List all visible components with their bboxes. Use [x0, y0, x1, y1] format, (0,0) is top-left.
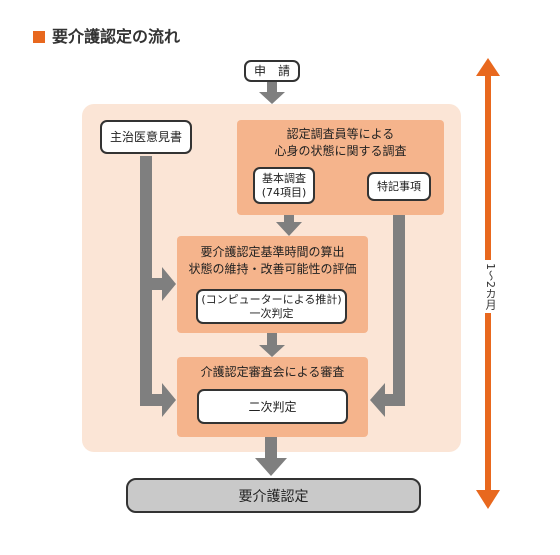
- arrow-calc-to-review: [259, 333, 285, 357]
- arrow-doctor-to-first-judgment: [140, 156, 176, 301]
- title-marker: [33, 31, 45, 43]
- arrow-review-to-final: [255, 437, 287, 476]
- duration-label: 1〜2カ月: [480, 260, 497, 313]
- arrow-basic-to-calc: [276, 204, 302, 236]
- special-notes-box: 特記事項: [367, 172, 431, 201]
- application-box: 申 請: [244, 60, 300, 82]
- second-judgment-box: 二次判定: [197, 389, 348, 424]
- arrow-application-down: [259, 80, 285, 104]
- doctor-opinion-box: 主治医意見書: [100, 120, 192, 154]
- final-result-box: 要介護認定: [126, 478, 421, 513]
- arrow-notes-to-review: [370, 204, 405, 417]
- basic-survey-box: 基本調査 (74項目): [253, 167, 315, 204]
- page-title: 要介護認定の流れ: [52, 27, 181, 46]
- arrow-doctor-to-review: [140, 290, 176, 417]
- first-judgment-box: (コンピューターによる推計) 一次判定: [196, 289, 347, 324]
